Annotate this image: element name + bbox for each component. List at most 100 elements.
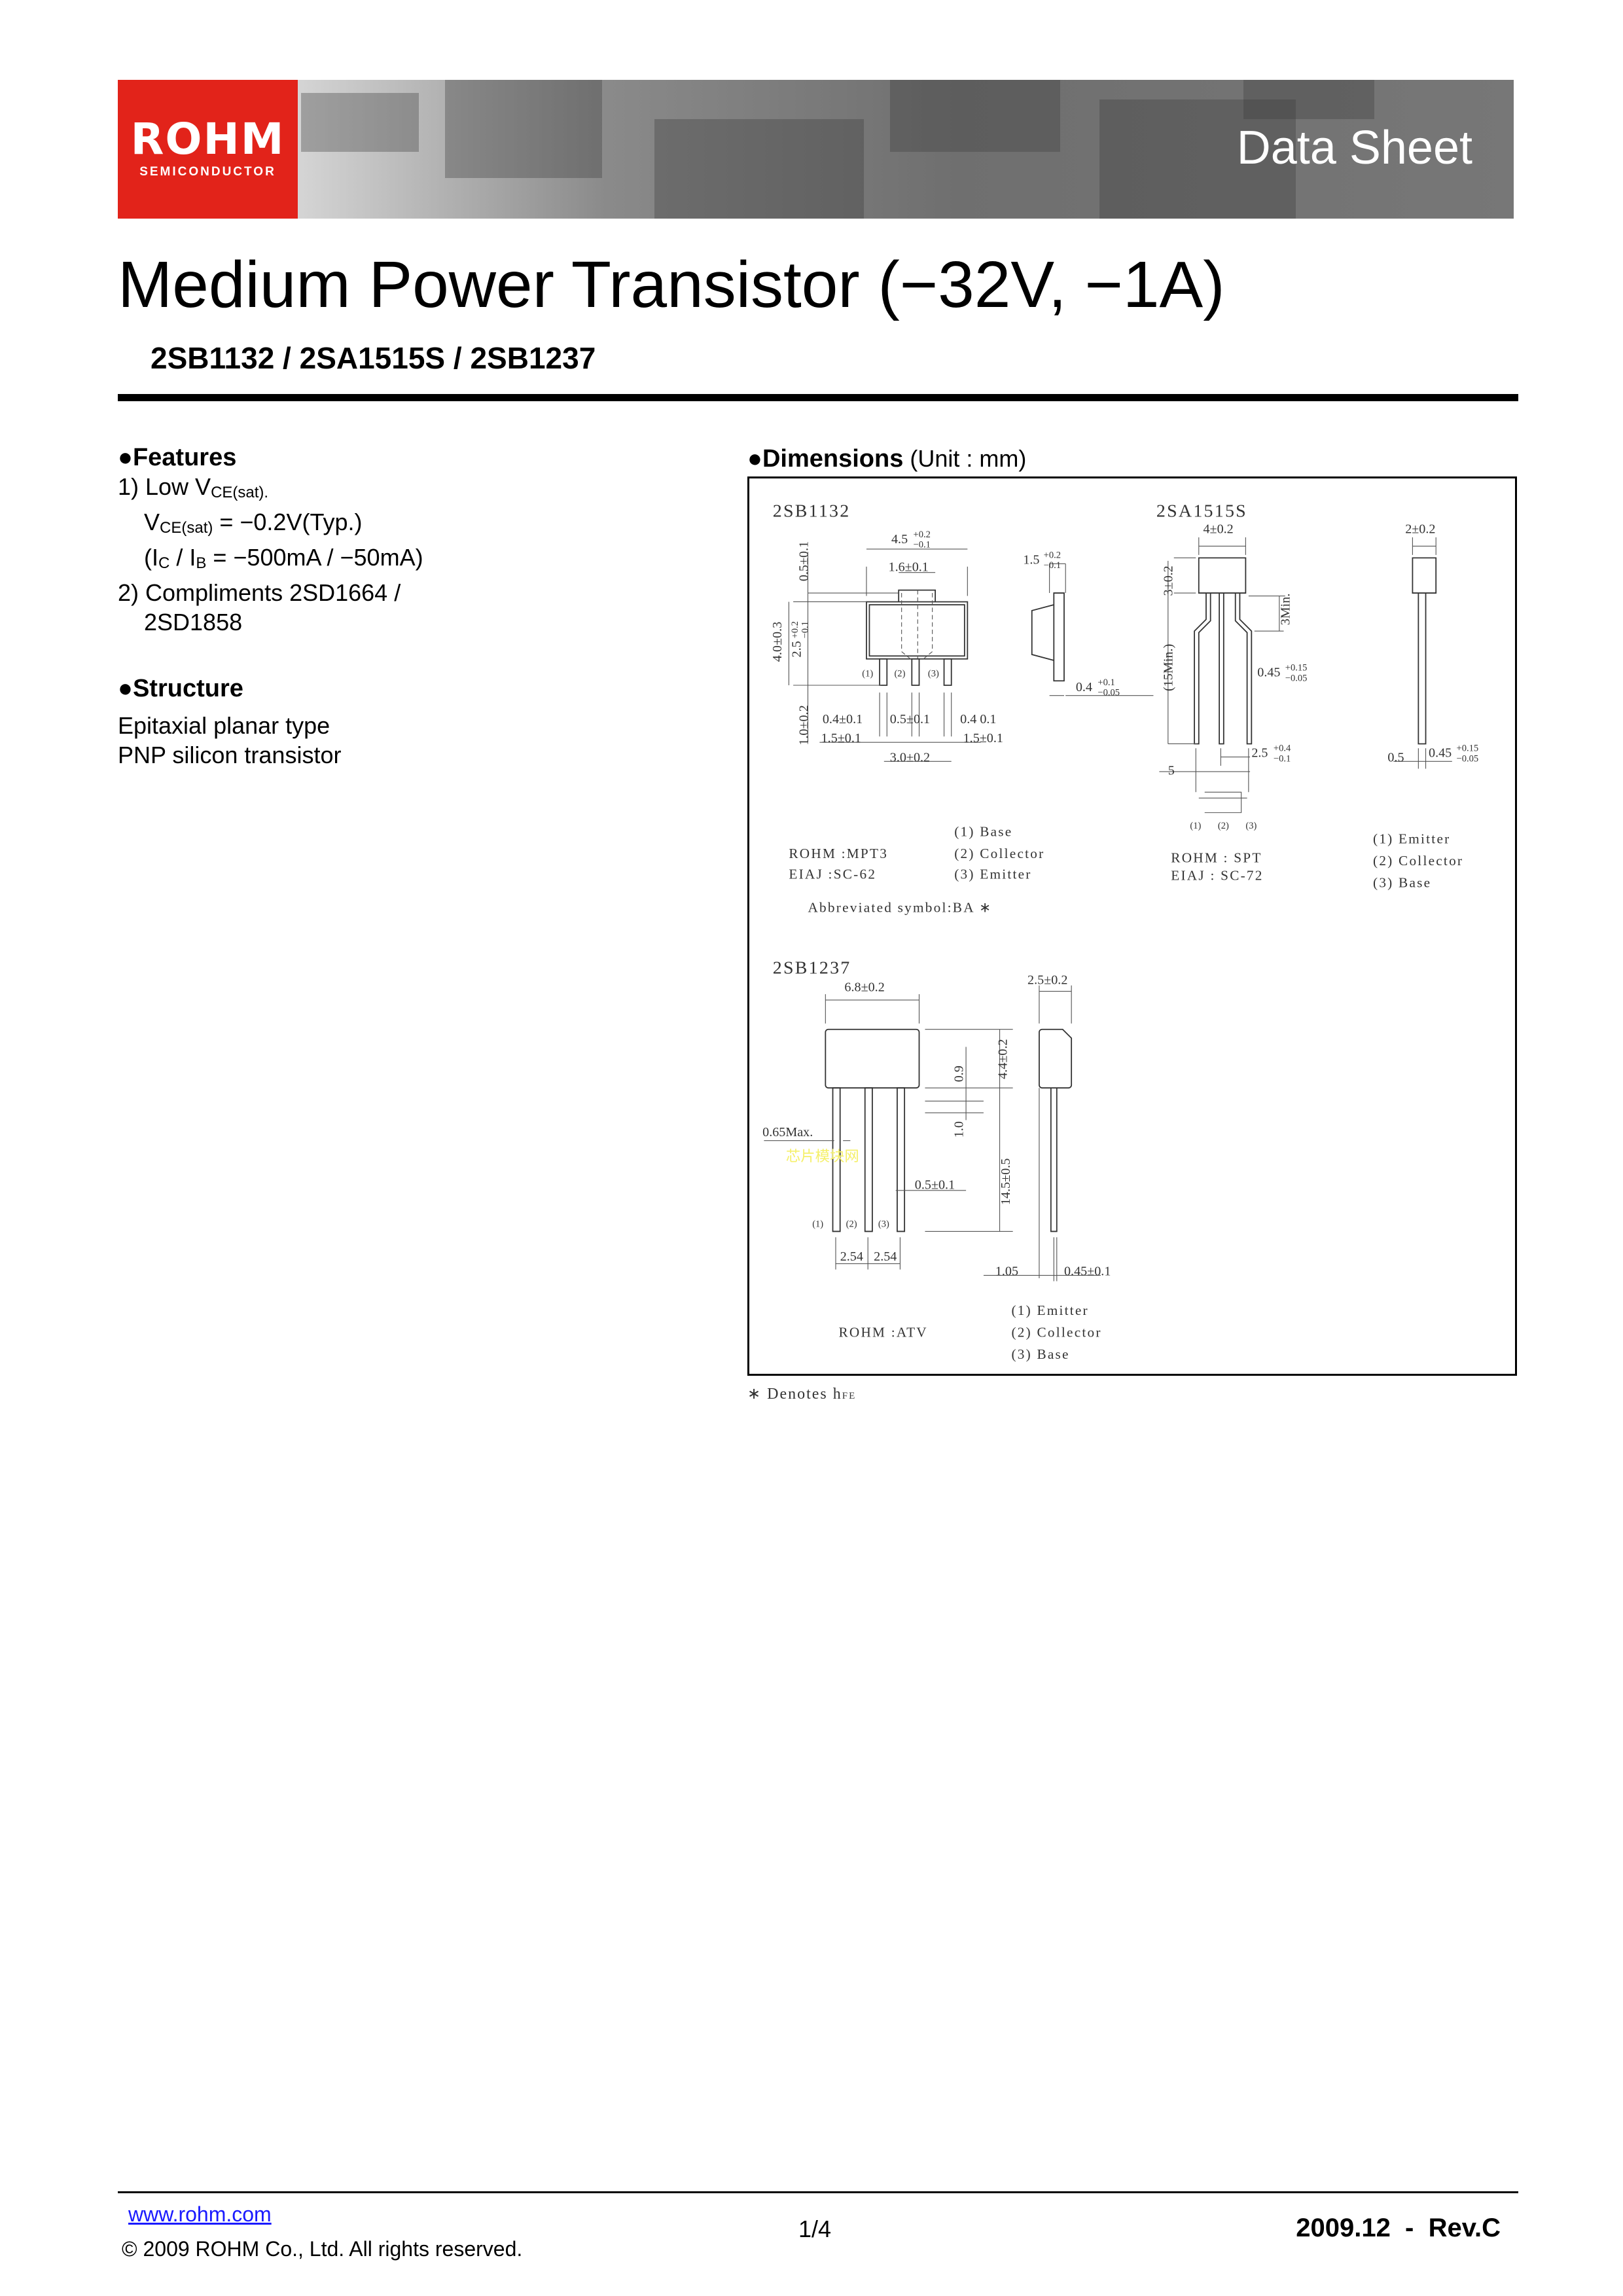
part-numbers: 2SB1132 / 2SA1515S / 2SB1237 bbox=[151, 341, 596, 375]
dim: 0.4 bbox=[1076, 680, 1092, 694]
bullet-icon: ● bbox=[118, 675, 133, 702]
abbreviated-symbol: Abbreviated symbol:BA ∗ bbox=[808, 900, 992, 916]
dim-tol: +0.1 bbox=[1097, 677, 1115, 688]
dim: 0.9 bbox=[952, 1066, 967, 1082]
pin-legend: (1) Base bbox=[954, 823, 1012, 839]
dim: 0.4 0.1 bbox=[960, 712, 996, 726]
dim: (15Min.) bbox=[1162, 644, 1176, 691]
dim: 1.0 bbox=[952, 1121, 967, 1138]
pin-label: (3) bbox=[928, 669, 939, 679]
dim: 0.5±0.1 bbox=[915, 1178, 955, 1193]
dim-tol: −0.1 bbox=[1274, 753, 1291, 764]
t: CE(sat) bbox=[160, 519, 213, 537]
dim: 0.45 bbox=[1429, 746, 1452, 761]
drawing-2sa1515s: 2SA1515S 4±0.2 2±0.2 3±0.2 3Min. (15Min.… bbox=[1156, 501, 1478, 891]
dim: 5 bbox=[1168, 763, 1175, 778]
dim-tol: −0.05 bbox=[1097, 688, 1120, 698]
features-heading: ●Features bbox=[118, 444, 423, 472]
dim: 3Min. bbox=[1278, 594, 1293, 626]
features-section: ●Features 1) Low VCE(sat). VCE(sat) = −0… bbox=[118, 444, 423, 637]
logo-brand: ROHM bbox=[130, 114, 285, 164]
package-drawings: 2SB1132 4.5 +0.2 −0.1 1.6±0.1 1.5 +0.2 −… bbox=[762, 501, 1478, 1362]
dim: 0.5±0.1 bbox=[796, 541, 811, 581]
pin-label: (1) bbox=[812, 1219, 823, 1230]
dim: 1.5±0.1 bbox=[963, 731, 1003, 745]
t: = −500mA / −50mA) bbox=[206, 544, 423, 571]
pin-label: (2) bbox=[894, 669, 905, 679]
dim: 6.8±0.2 bbox=[844, 980, 884, 995]
header-banner bbox=[118, 80, 1514, 219]
dimensions-drawing: 2SB1132 4.5 +0.2 −0.1 1.6±0.1 1.5 +0.2 −… bbox=[747, 476, 1517, 1376]
dim: 2.5 bbox=[1251, 746, 1268, 761]
bullet-icon: ● bbox=[118, 444, 133, 471]
dim: 1.0±0.2 bbox=[796, 705, 811, 745]
feature-line-5: 2SD1858 bbox=[144, 609, 243, 636]
package-name: 2SA1515S bbox=[1156, 501, 1247, 522]
structure-line: PNP silicon transistor bbox=[118, 742, 342, 768]
dim: 0.5±0.1 bbox=[890, 712, 930, 726]
dim: 3.0±0.2 bbox=[890, 750, 930, 764]
dim: 4.5 bbox=[891, 532, 908, 547]
dim: 4.0±0.3 bbox=[770, 622, 785, 662]
page-number: 1/4 bbox=[798, 2215, 832, 2242]
dim-tol: +0.2 bbox=[1044, 550, 1061, 560]
dim: 0.5 bbox=[1387, 750, 1404, 764]
watermark: 芯片模块网 bbox=[786, 1148, 859, 1165]
asterisk-icon: ∗ bbox=[747, 1386, 762, 1403]
dim: 1.5±0.1 bbox=[821, 731, 861, 745]
banner-title: Data Sheet bbox=[1236, 122, 1472, 174]
feature-line-2: VCE(sat) = −0.2V(Typ.) bbox=[118, 507, 423, 543]
pin-legend: (2) Collector bbox=[1373, 853, 1463, 869]
dim-tol: −0.1 bbox=[800, 621, 810, 638]
features-heading-text: Features bbox=[132, 444, 237, 471]
pin-legend: (2) Collector bbox=[1011, 1325, 1101, 1340]
t: B bbox=[196, 554, 207, 572]
dim: 2.54 bbox=[874, 1249, 897, 1264]
package-code: EIAJ : SC-72 bbox=[1171, 868, 1263, 884]
package-code: EIAJ :SC-62 bbox=[789, 866, 876, 882]
dim: 0.65Max. bbox=[762, 1125, 813, 1139]
pin-label: (1) bbox=[1190, 821, 1201, 831]
dim-tol: +0.15 bbox=[1285, 663, 1308, 673]
dim: 1.6±0.1 bbox=[889, 560, 929, 575]
feature-line-4: 2) Compliments 2SD1664 / bbox=[118, 579, 401, 606]
rohm-website-link[interactable]: www.rohm.com bbox=[128, 2202, 272, 2226]
pin-label: (3) bbox=[878, 1219, 889, 1230]
dim: 2.54 bbox=[840, 1249, 863, 1264]
t: CE(sat) bbox=[211, 484, 264, 501]
pin-legend: (2) Collector bbox=[954, 846, 1044, 861]
package-code: ROHM :ATV bbox=[838, 1325, 927, 1340]
dimensions-unit: (Unit : mm) bbox=[910, 445, 1027, 472]
dim: 4±0.2 bbox=[1203, 522, 1233, 536]
footer-divider bbox=[118, 2191, 1518, 2193]
dim: 4.4±0.2 bbox=[996, 1039, 1010, 1079]
bullet-icon: ● bbox=[747, 445, 762, 473]
footnote: ∗ Denotes hFE bbox=[747, 1384, 856, 1403]
dim: 0.45±0.1 bbox=[1064, 1265, 1111, 1279]
structure-heading: ●Structure bbox=[118, 675, 341, 703]
pin-label: (2) bbox=[846, 1219, 857, 1230]
drawing-2sb1132: 2SB1132 4.5 +0.2 −0.1 1.6±0.1 1.5 +0.2 −… bbox=[770, 501, 1154, 916]
dim: 14.5±0.5 bbox=[999, 1158, 1013, 1205]
dim-tol: +0.2 bbox=[790, 621, 800, 638]
pin-legend: (1) Emitter bbox=[1011, 1302, 1088, 1318]
structure-heading-text: Structure bbox=[132, 675, 243, 702]
title-divider bbox=[118, 394, 1518, 401]
pin-label: (3) bbox=[1245, 821, 1257, 831]
feature-line-1: 1) Low VCE(sat). bbox=[118, 472, 423, 507]
feature-line-3: (IC / IB = −500mA / −50mA) bbox=[118, 543, 423, 578]
t: 1) Low V bbox=[118, 473, 211, 500]
dim: 1.5 bbox=[1023, 552, 1039, 567]
t: C bbox=[158, 554, 170, 572]
dim: 2.5 bbox=[789, 641, 804, 657]
t: V bbox=[144, 509, 160, 535]
dim-tol: −0.05 bbox=[1285, 673, 1308, 683]
structure-line: Epitaxial planar type bbox=[118, 712, 330, 739]
dim-tol: +0.2 bbox=[914, 529, 931, 540]
revision: 2009.12 - Rev.C bbox=[1296, 2214, 1501, 2242]
package-code: ROHM :MPT3 bbox=[789, 846, 888, 861]
pin-legend: (3) Emitter bbox=[954, 866, 1031, 882]
pin-label: (1) bbox=[862, 669, 873, 679]
dim-tol: +0.15 bbox=[1457, 744, 1479, 754]
logo-subtitle: SEMICONDUCTOR bbox=[139, 165, 276, 179]
